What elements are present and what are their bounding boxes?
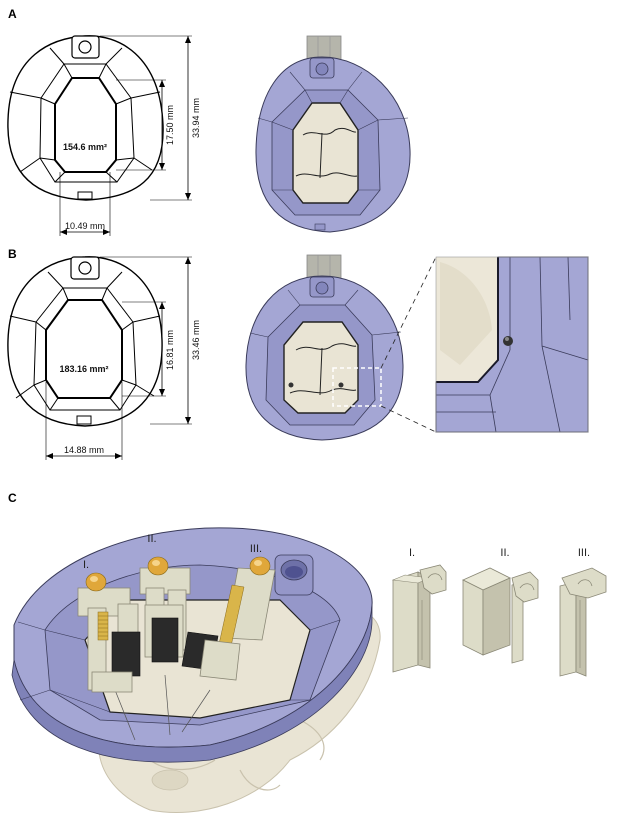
part-ii [462,567,539,664]
panel-c-assembly-render [11,527,381,814]
manipulator-i [77,572,141,693]
panel-b-inner-height: 16.81 mm [165,330,175,370]
manipulator-ii [139,556,191,663]
zoom-connector-bottom [380,405,437,433]
part-label-iii: III. [578,547,590,559]
panel-a-width: 10.49 mm [65,221,105,231]
assembly-label-ii: II. [147,533,156,545]
panel-a-inner-height: 17.50 mm [165,105,175,145]
panel-letter-c: C [8,491,17,505]
panel-b-area-label: 183.16 mm² [59,364,108,374]
panel-a-render [255,35,411,233]
assembly-label-iii: III. [250,543,262,555]
panel-a-area-label: 154.6 mm² [63,142,107,152]
part-i [391,564,447,673]
panel-b-outer-height: 33.46 mm [191,320,201,360]
part-iii [559,567,607,677]
part-label-ii: II. [500,547,509,559]
manipulator-iii [181,556,276,681]
panel-b-outline-drawing [7,256,163,427]
panel-letter-a: A [8,7,17,21]
panel-a-outline-drawing [7,35,164,201]
zoom-connector-top [380,256,437,369]
panel-a-outer-height: 33.94 mm [191,98,201,138]
assembly-label-i: I. [83,559,89,571]
panel-b-render [245,254,404,441]
panel-letter-b: B [8,247,17,261]
panel-b-dimension-lines [45,256,192,460]
panel-a-dimension-lines [59,35,192,236]
part-label-i: I. [409,547,415,559]
panel-b-width: 14.88 mm [64,445,104,455]
panel-b-zoom-inset [435,256,589,433]
